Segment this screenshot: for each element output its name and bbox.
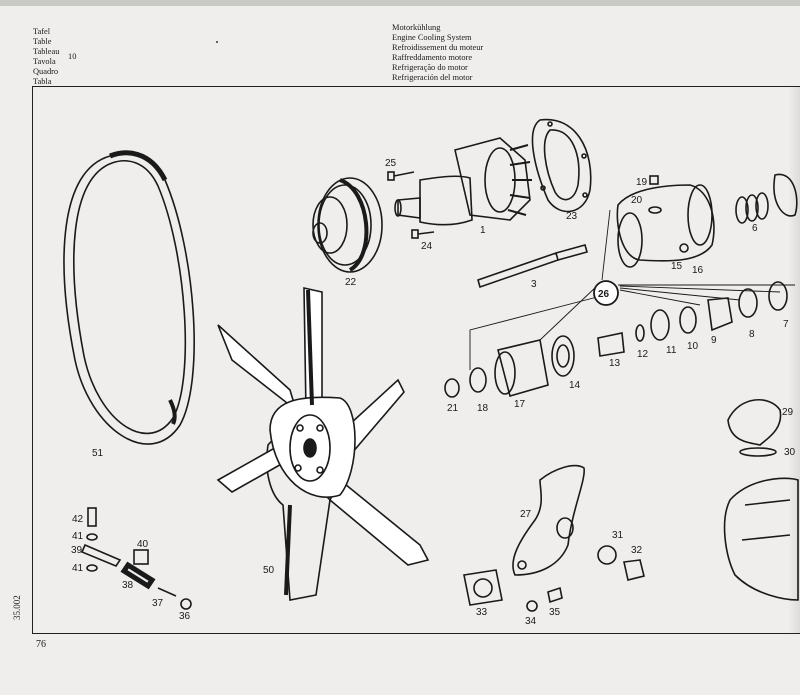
page-gutter-shadow bbox=[788, 86, 800, 634]
callout-8: 8 bbox=[749, 329, 755, 340]
header-right-titles: Motorkühlung Engine Cooling System Refro… bbox=[392, 23, 483, 82]
page-number: 76 bbox=[36, 639, 46, 650]
control-linkage bbox=[80, 507, 192, 610]
callout-33: 33 bbox=[476, 607, 488, 618]
callout-14: 14 bbox=[569, 380, 581, 391]
header-title: Refroidissement du moteur bbox=[392, 42, 484, 52]
callout-36: 36 bbox=[179, 611, 191, 622]
water-pump-body bbox=[394, 137, 532, 226]
washer-34 bbox=[526, 600, 538, 612]
callout-32: 32 bbox=[631, 545, 643, 556]
callout-3: 3 bbox=[531, 279, 537, 290]
callout-37: 37 bbox=[152, 598, 164, 609]
header-label: Quadro bbox=[33, 66, 59, 76]
callout-30: 30 bbox=[784, 447, 796, 458]
callout-31: 31 bbox=[612, 530, 624, 541]
bolt-24 bbox=[411, 229, 435, 239]
callout-15: 15 bbox=[671, 261, 683, 272]
header-title: Motorkühlung bbox=[392, 23, 441, 32]
callout-24: 24 bbox=[421, 241, 433, 252]
side-reference-code: 35.002 bbox=[12, 595, 22, 620]
thermostat-housing bbox=[723, 477, 799, 601]
header-label: Tavola bbox=[33, 56, 56, 66]
callout-21: 21 bbox=[447, 403, 459, 414]
callout-22: 22 bbox=[345, 277, 357, 288]
callout-27: 27 bbox=[520, 509, 532, 520]
callout-17: 17 bbox=[514, 399, 526, 410]
header-left-labels: Tafel Table Tableau Tavola Quadro Tabla bbox=[33, 27, 59, 86]
plug-32 bbox=[623, 559, 645, 581]
callout-1: 1 bbox=[480, 225, 486, 236]
callout-6: 6 bbox=[752, 223, 758, 234]
water-pump-pulley bbox=[312, 177, 383, 273]
header-title: Refrigeração do motor bbox=[392, 62, 468, 72]
leader-lines bbox=[469, 209, 795, 370]
callout-13: 13 bbox=[609, 358, 621, 369]
callout-16: 16 bbox=[692, 265, 704, 276]
callout-51: 51 bbox=[92, 448, 104, 459]
sealing-ring-31 bbox=[597, 545, 617, 565]
header-label: Table bbox=[33, 36, 52, 46]
speck bbox=[216, 41, 218, 43]
callout-10: 10 bbox=[687, 341, 699, 352]
bolt-35 bbox=[547, 586, 563, 604]
water-outlet-elbow bbox=[512, 464, 585, 576]
outlet-gasket-33 bbox=[463, 569, 503, 606]
callout-12: 12 bbox=[637, 349, 649, 360]
bearing-stack bbox=[444, 281, 788, 398]
callout-9: 9 bbox=[711, 335, 717, 346]
partial-part-7a bbox=[773, 173, 798, 217]
callout-40: 40 bbox=[137, 539, 149, 550]
thermostat bbox=[727, 398, 782, 457]
callout-41: 41 bbox=[72, 531, 84, 542]
header-title: Refrigeración del motor bbox=[392, 72, 473, 82]
callout-25: 25 bbox=[385, 158, 397, 169]
callout-18: 18 bbox=[477, 403, 489, 414]
callout-7: 7 bbox=[783, 319, 789, 330]
header-label: Tabla bbox=[33, 76, 52, 86]
callout-labels: 1 3 6 7 8 9 10 11 12 13 14 15 16 17 18 1… bbox=[71, 158, 796, 627]
callout-29: 29 bbox=[782, 407, 794, 418]
callout-23: 23 bbox=[566, 211, 578, 222]
callout-35: 35 bbox=[549, 607, 561, 618]
header-label: Tableau bbox=[33, 46, 60, 56]
callout-41: 41 bbox=[72, 563, 84, 574]
drive-belt bbox=[63, 150, 195, 445]
seal-rings-6 bbox=[735, 192, 769, 224]
drawing-frame bbox=[32, 86, 800, 634]
callout-19: 19 bbox=[636, 177, 648, 188]
pump-shaft bbox=[477, 244, 588, 289]
callout-20: 20 bbox=[631, 195, 643, 206]
fan bbox=[216, 286, 430, 601]
header-title: Engine Cooling System bbox=[392, 32, 472, 42]
header-title: Raffreddamento motore bbox=[392, 52, 473, 62]
callout-26: 26 bbox=[598, 289, 610, 300]
page-top-edge bbox=[0, 0, 800, 6]
header-label: Tafel bbox=[33, 27, 51, 36]
callout-42: 42 bbox=[72, 514, 84, 525]
callout-34: 34 bbox=[525, 616, 537, 627]
callout-50: 50 bbox=[263, 565, 275, 576]
callout-circle-26 bbox=[593, 280, 619, 306]
callout-39: 39 bbox=[71, 545, 83, 556]
plate-number: 10 bbox=[68, 52, 77, 61]
callout-38: 38 bbox=[122, 580, 134, 591]
bolt-25 bbox=[387, 171, 415, 181]
callout-11: 11 bbox=[666, 345, 677, 356]
pump-cover bbox=[616, 175, 715, 268]
water-pump-gasket bbox=[531, 118, 592, 213]
